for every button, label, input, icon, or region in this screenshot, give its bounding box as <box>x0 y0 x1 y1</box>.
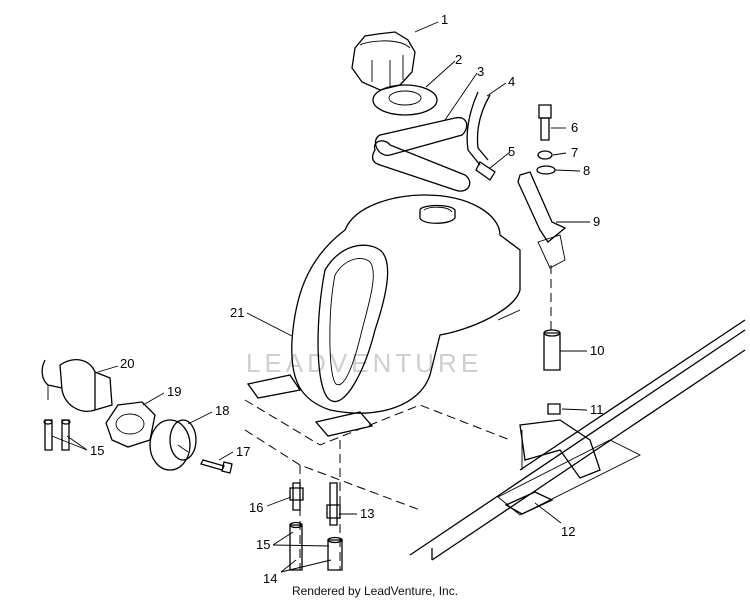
callout-19: 19 <box>167 384 181 399</box>
fuel-valve <box>41 359 113 451</box>
tube-right <box>327 536 343 571</box>
callout-14: 14 <box>263 571 277 586</box>
valve-knob <box>149 419 197 471</box>
tank-bracket <box>517 171 567 269</box>
callout-18: 18 <box>215 403 229 418</box>
footer-credit: Rendered by LeadVenture, Inc. <box>291 584 459 598</box>
callout-15-tubes: 15 <box>256 537 270 552</box>
tube-left <box>289 521 303 571</box>
callout-labels: 1 2 3 4 5 6 7 8 9 10 11 12 13 14 15 15 1… <box>90 12 604 586</box>
foam-pads <box>371 116 471 192</box>
callout-17: 17 <box>236 444 250 459</box>
frame-rail <box>409 319 746 561</box>
callout-6: 6 <box>571 120 578 135</box>
spacer <box>543 329 561 371</box>
callout-12: 12 <box>561 524 575 539</box>
callout-1: 1 <box>441 12 448 27</box>
bolt <box>538 104 552 141</box>
fuel-tank <box>246 194 521 437</box>
grommet <box>547 403 561 415</box>
callout-8: 8 <box>583 163 590 178</box>
callout-15-valve: 15 <box>90 443 104 458</box>
vent-fitting <box>475 161 496 181</box>
callout-10: 10 <box>590 343 604 358</box>
callout-20: 20 <box>120 356 134 371</box>
frame-pad <box>504 491 554 515</box>
callout-16: 16 <box>249 500 263 515</box>
stud-left <box>289 482 304 511</box>
knob-screw <box>200 459 233 474</box>
flat-washer <box>536 165 556 175</box>
callout-2: 2 <box>455 52 462 67</box>
stud-right <box>326 482 341 526</box>
lock-washer <box>537 150 553 160</box>
callout-5: 5 <box>508 144 515 159</box>
callout-7: 7 <box>571 145 578 160</box>
callout-21: 21 <box>230 305 244 320</box>
callout-4: 4 <box>508 74 515 89</box>
callout-11: 11 <box>590 402 604 417</box>
leader-lines <box>51 21 590 573</box>
cap-gasket <box>372 84 438 116</box>
fuel-cap <box>351 31 416 91</box>
callout-13: 13 <box>360 506 374 521</box>
callout-9: 9 <box>593 214 600 229</box>
watermark: LEADVENTURE <box>246 348 482 378</box>
vent-hose <box>466 91 491 166</box>
valve-nut <box>105 401 156 448</box>
callout-3: 3 <box>477 64 484 79</box>
